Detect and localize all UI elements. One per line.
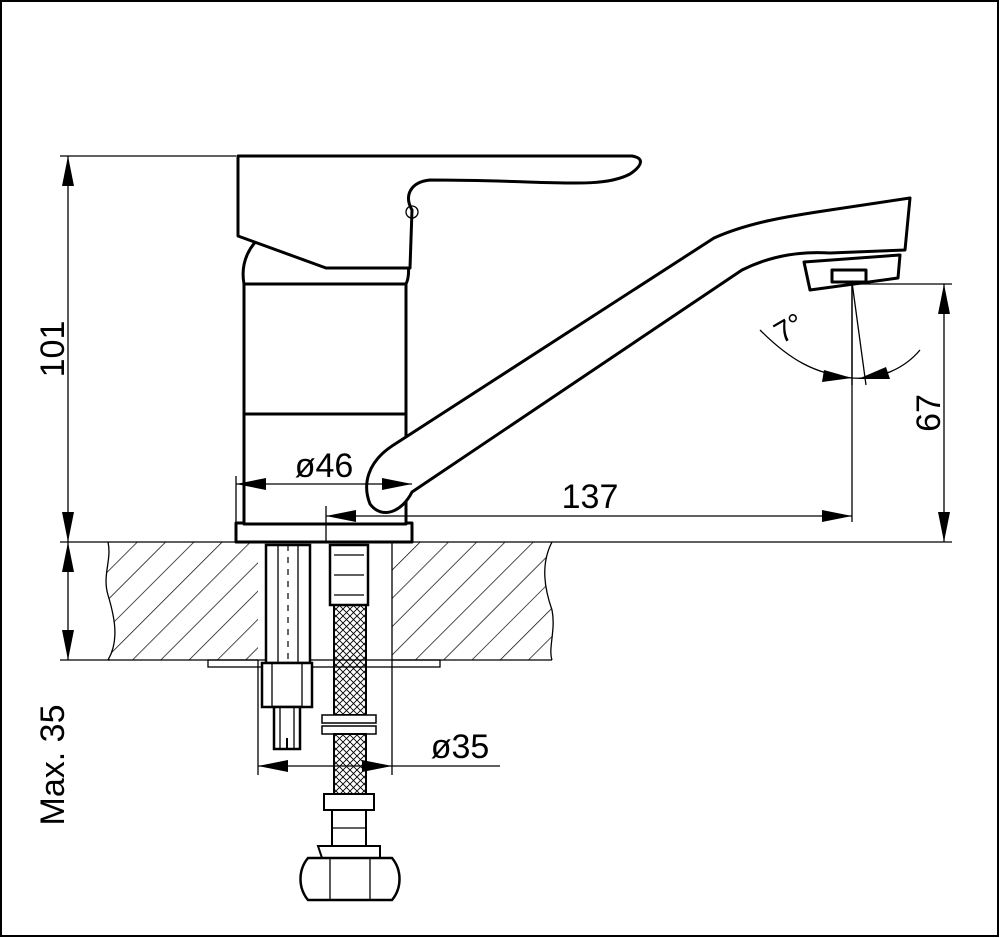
- label-height-total: 101: [34, 321, 72, 378]
- flexible-hose: [299, 543, 401, 902]
- spout: [365, 196, 912, 514]
- fixing-stud: [260, 543, 314, 751]
- label-hole-diameter: ø35: [431, 728, 490, 766]
- dimension-max-thickness: Max. 35: [34, 542, 110, 825]
- aerator-tip: [830, 268, 868, 284]
- label-spout-height: 67: [910, 394, 948, 432]
- dimension-spout-reach: 137: [325, 286, 853, 542]
- dimension-base-diameter: ø46: [235, 447, 412, 523]
- lever-handle: [236, 154, 642, 270]
- dimension-aerator-angle: 7°: [759, 281, 921, 386]
- dimension-total-height: 101: [34, 155, 236, 542]
- dimension-hole-diameter: ø35: [257, 542, 500, 775]
- label-spout-reach: 137: [562, 478, 619, 516]
- base-plate: [234, 521, 414, 544]
- label-max-thickness: Max. 35: [34, 705, 72, 826]
- label-base-diameter: ø46: [295, 447, 354, 485]
- hose-connector-nut: [299, 856, 401, 902]
- stud-nut: [260, 661, 314, 709]
- dimension-spout-height: 67: [850, 283, 952, 542]
